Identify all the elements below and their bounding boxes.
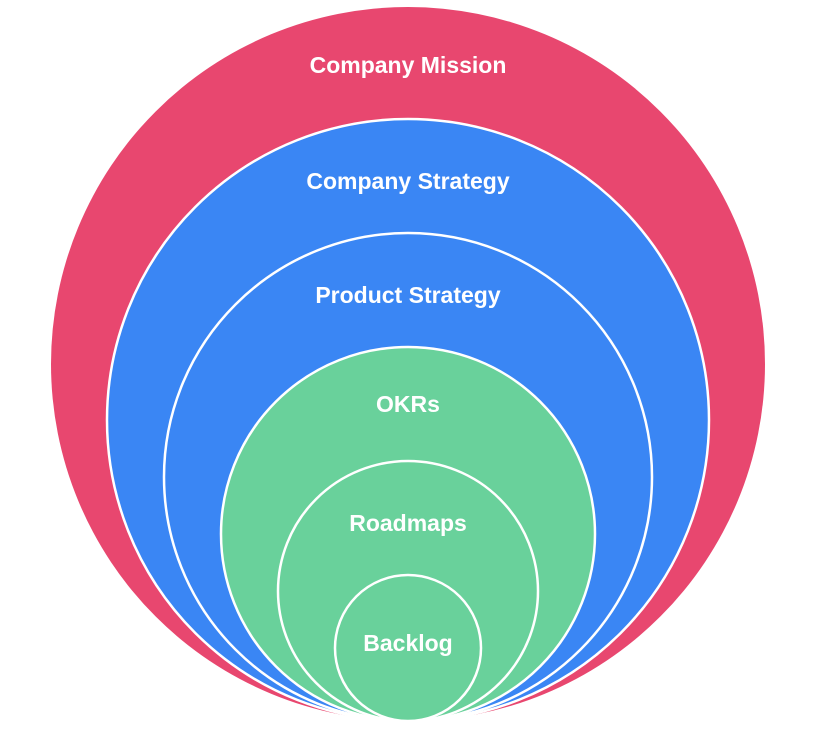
circles-layer xyxy=(51,7,765,723)
circle-backlog xyxy=(333,573,483,723)
label-company-strategy: Company Strategy xyxy=(306,168,509,194)
label-product-strategy: Product Strategy xyxy=(315,282,501,308)
label-okrs: OKRs xyxy=(376,391,440,417)
label-backlog: Backlog xyxy=(363,630,452,656)
label-company-mission: Company Mission xyxy=(310,52,507,78)
label-roadmaps: Roadmaps xyxy=(349,510,467,536)
labels-layer: Company Mission Company Strategy Product… xyxy=(306,52,509,656)
